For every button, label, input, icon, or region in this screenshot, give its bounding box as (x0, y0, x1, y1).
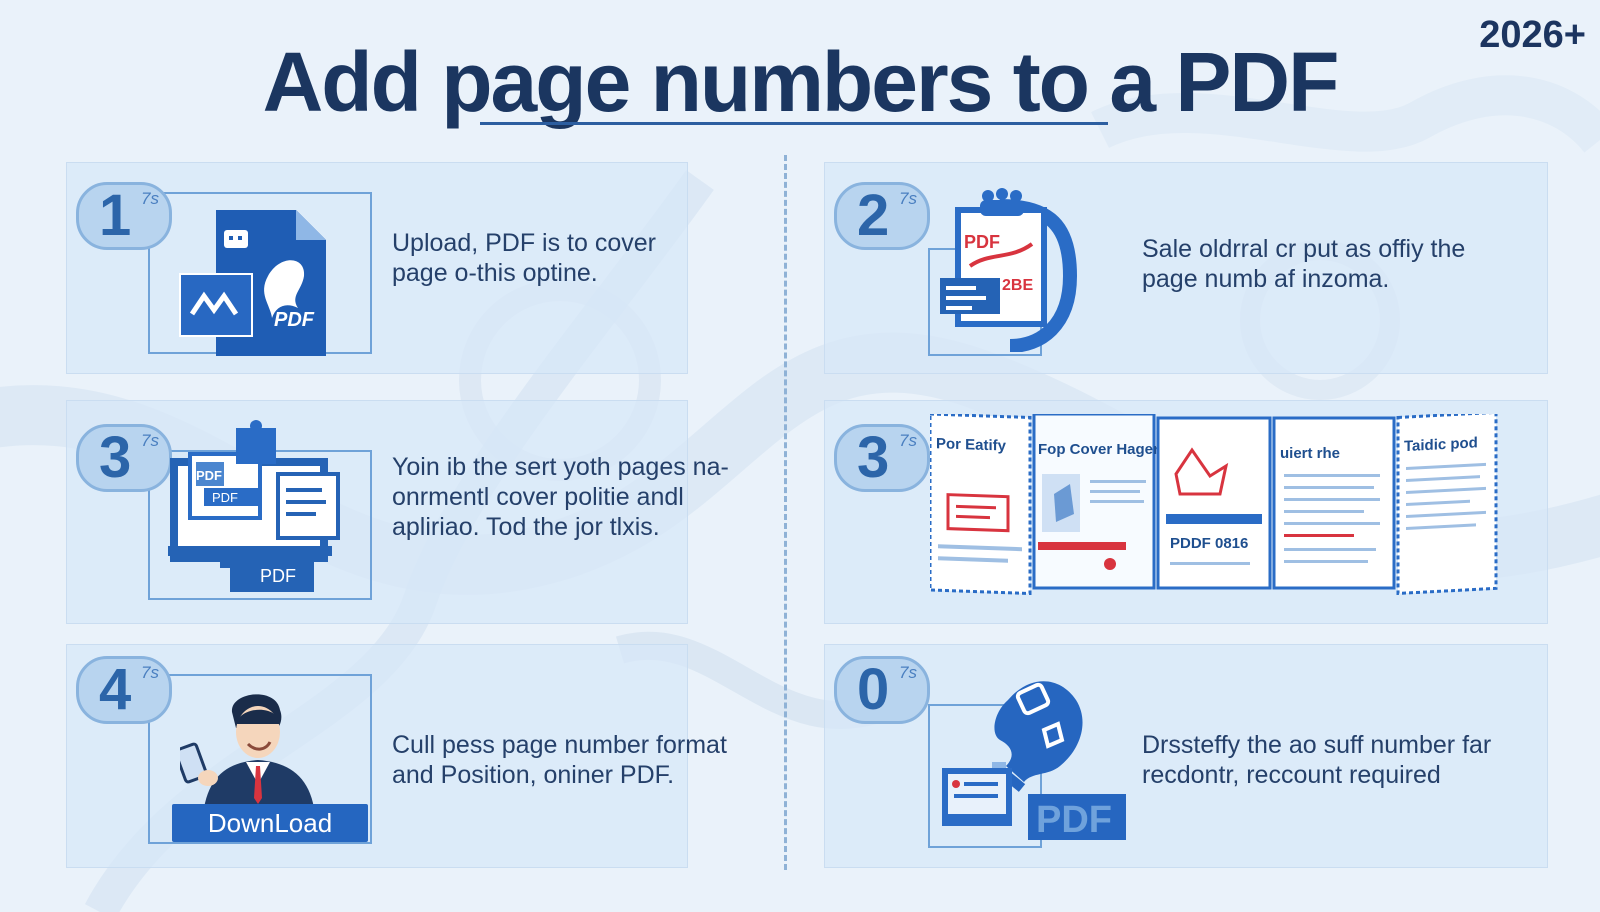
person-icon (180, 694, 314, 808)
pdf-label: PDF (964, 232, 1000, 252)
step-number-2: 2 7s (834, 182, 930, 250)
code-label: 2BE (1002, 277, 1033, 294)
step-number-3b: 3 7s (834, 424, 930, 492)
step-card-2 (824, 162, 1548, 374)
center-divider (784, 155, 787, 870)
step-number-4: 4 7s (76, 656, 172, 724)
download-button[interactable]: DownLoad (172, 804, 368, 842)
step-number-digit: 4 (99, 657, 132, 722)
step-card-3 (66, 400, 688, 624)
step-card-1 (66, 162, 688, 374)
monitor-pdf-icon: PDF PDF PDF (168, 420, 340, 592)
sheet-1-title: Por Eatify (936, 435, 1007, 454)
illustration-frame-6 (928, 704, 1042, 848)
step-number-1: 1 7s (76, 182, 172, 250)
pdf-preview-sheets: Por Eatify Fop Cover Hager PDDF 0816 uie… (930, 414, 1498, 596)
step-number-sup: 7s (899, 663, 917, 682)
pdf-screen-label: PDF (212, 490, 238, 505)
step-number-sup: 7s (141, 663, 159, 682)
pdf-small-label: PDF (196, 468, 222, 483)
step-number-digit: 2 (857, 183, 890, 248)
step-number-digit: 0 (857, 657, 890, 722)
step-text-3: Yoin ib the sert yoth pages na-onrmentl … (392, 453, 729, 541)
sheet-4-title: uiert rhe (1280, 445, 1340, 462)
step-text-6: Drssteffy the ao suff number far recdont… (1142, 731, 1492, 789)
step-number-3: 3 7s (76, 424, 172, 492)
step-number-digit: 1 (99, 183, 132, 248)
title-underline (480, 122, 1108, 125)
pdf-puzzle-icon: PDF (942, 681, 1126, 841)
page-title: Add page numbers to a PDF (262, 35, 1340, 129)
step-number-sup: 7s (141, 431, 159, 450)
step-number-digit: 3 (857, 425, 890, 490)
pdf-monitor-label: PDF (260, 566, 296, 586)
pdf-document-icon: PDF (179, 210, 326, 356)
step-card-6 (824, 644, 1548, 868)
step-number-digit: 3 (99, 425, 132, 490)
step-number-sup: 7s (899, 431, 917, 450)
step-number-sup: 7s (141, 189, 159, 208)
step-text-4: Cull pess page number format and Positio… (392, 731, 727, 789)
step-text-2: Sale oldrral cr put as offiy the page nu… (1142, 235, 1466, 293)
sheet-2-title: Fop Cover Hager (1038, 441, 1159, 458)
pdf-label: PDF (1036, 799, 1112, 841)
illustration-frame-4 (148, 674, 372, 844)
year-badge: 2026+ (1479, 14, 1586, 56)
step-text-1: Upload, PDF is to cover page o-this opti… (392, 229, 656, 287)
clipboard-pdf-icon: PDF 2BE (940, 188, 1078, 352)
pdf-label: PDF (274, 309, 315, 331)
step-number-sup: 7s (899, 189, 917, 208)
sheet-5-title: Taidic pod (1404, 434, 1478, 455)
sheet-3-code: PDDF 0816 (1170, 535, 1248, 552)
step-number-6: 0 7s (834, 656, 930, 724)
